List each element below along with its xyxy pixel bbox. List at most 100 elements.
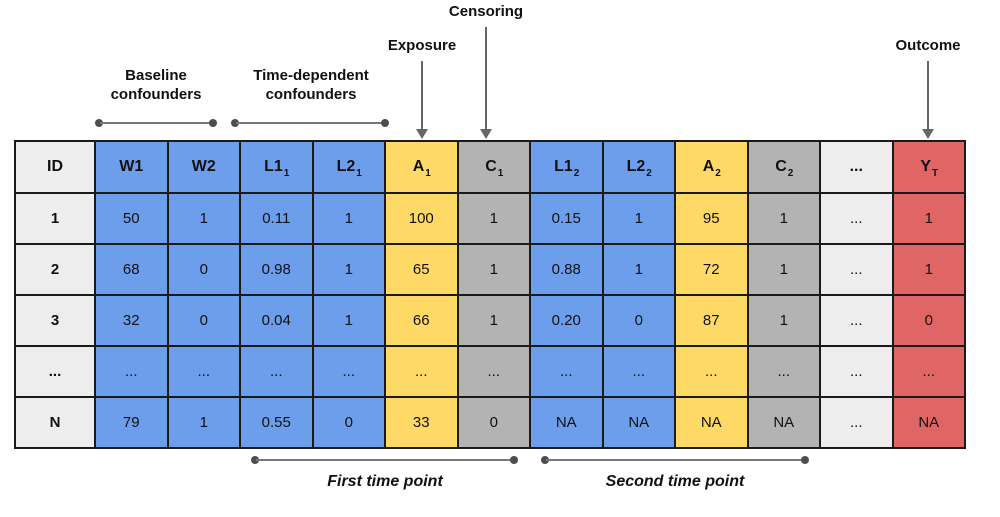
header-label: C xyxy=(775,158,787,175)
outcome-label: Outcome xyxy=(895,37,961,54)
table-cell: 1 xyxy=(456,294,531,347)
bracket-line xyxy=(236,122,384,124)
table-cell: 0.88 xyxy=(529,243,604,296)
table-cell: NA xyxy=(891,396,966,449)
header-subscript: 2 xyxy=(646,168,652,179)
table-cell: NA xyxy=(529,396,604,449)
bracket-dot xyxy=(510,456,518,464)
table-cell: 0.55 xyxy=(239,396,314,449)
table-cell: 0.04 xyxy=(239,294,314,347)
bracket-dot xyxy=(801,456,809,464)
table-cell: 1 xyxy=(166,396,241,449)
table-cell: 1 xyxy=(311,192,386,245)
table-cell: 0.15 xyxy=(529,192,604,245)
header-label: ID xyxy=(47,158,63,175)
arrow-line xyxy=(485,27,487,129)
header-cell: L12 xyxy=(529,140,604,194)
table-cell: 65 xyxy=(384,243,459,296)
header-label: W1 xyxy=(119,158,144,175)
bracket-dot xyxy=(381,119,389,127)
baseline-confounders-line2: confounders xyxy=(110,86,202,103)
table-cell: 0.11 xyxy=(239,192,314,245)
table-cell: 1 xyxy=(891,192,966,245)
table-cell: 1 xyxy=(746,192,821,245)
table-cell: 1 xyxy=(14,192,96,245)
header-subscript: T xyxy=(932,168,939,179)
table-cell: 100 xyxy=(384,192,459,245)
header-label: A xyxy=(702,158,715,175)
header-subscript: 2 xyxy=(715,168,721,179)
table-cell: ... xyxy=(456,345,531,398)
header-label: L2 xyxy=(336,158,356,175)
bracket-line xyxy=(256,459,513,461)
header-cell: L11 xyxy=(239,140,314,194)
header-subscript: 1 xyxy=(283,168,290,179)
header-cell: L21 xyxy=(311,140,386,194)
time-dependent-confounders-line2: confounders xyxy=(265,86,357,103)
table-cell: 0.20 xyxy=(529,294,604,347)
table-cell: 1 xyxy=(311,294,386,347)
table-cell: ... xyxy=(239,345,314,398)
table-cell: 1 xyxy=(891,243,966,296)
arrow-line xyxy=(421,61,423,129)
header-label: Y xyxy=(920,158,932,175)
table-cell: ... xyxy=(819,345,894,398)
bracket-dot xyxy=(541,456,549,464)
table-cell: 68 xyxy=(94,243,169,296)
table-cell: ... xyxy=(819,294,894,347)
header-cell: A1 xyxy=(384,140,459,194)
bracket-dot xyxy=(251,456,259,464)
bracket-dot xyxy=(231,119,239,127)
bracket-line xyxy=(546,459,804,461)
table-cell: ... xyxy=(746,345,821,398)
header-label: A xyxy=(412,158,425,175)
table-cell: NA xyxy=(674,396,749,449)
table-cell: 0 xyxy=(166,243,241,296)
table-cell: 33 xyxy=(384,396,459,449)
table-cell: 0 xyxy=(891,294,966,347)
bracket-dot xyxy=(95,119,103,127)
table-cell: 95 xyxy=(674,192,749,245)
header-cell: YT xyxy=(891,140,966,194)
table-cell: N xyxy=(14,396,96,449)
header-cell: A2 xyxy=(674,140,749,194)
table-cell: 1 xyxy=(456,192,531,245)
exposure-arrow-down-icon xyxy=(416,61,428,139)
table-cell: 3 xyxy=(14,294,96,347)
header-cell: C2 xyxy=(746,140,821,194)
header-cell: ID xyxy=(14,140,96,194)
table-cell: 1 xyxy=(456,243,531,296)
header-subscript: 2 xyxy=(787,168,794,179)
table-cell: 0 xyxy=(311,396,386,449)
table-cell: ... xyxy=(94,345,169,398)
table-cell: 66 xyxy=(384,294,459,347)
table-cell: ... xyxy=(14,345,96,398)
header-label: L1 xyxy=(554,158,573,175)
outcome-arrow-down-icon xyxy=(922,61,934,139)
table-cell: 1 xyxy=(601,243,676,296)
bracket-dot xyxy=(209,119,217,127)
header-label: L2 xyxy=(626,158,646,175)
table-cell: ... xyxy=(166,345,241,398)
table-cell: ... xyxy=(891,345,966,398)
table-cell: ... xyxy=(819,396,894,449)
header-subscript: 1 xyxy=(497,168,504,179)
header-cell: C1 xyxy=(456,140,531,194)
censoring-arrow-down-icon xyxy=(480,27,492,139)
time-dependent-confounders-bracket xyxy=(231,119,389,127)
bracket-line xyxy=(100,122,212,124)
header-subscript: 1 xyxy=(356,168,362,179)
exposure-label: Exposure xyxy=(387,37,457,54)
arrow-head xyxy=(922,129,934,139)
table-cell: ... xyxy=(819,243,894,296)
table-cell: 1 xyxy=(311,243,386,296)
table-cell: ... xyxy=(819,192,894,245)
table-cell: 79 xyxy=(94,396,169,449)
table-cell: 0 xyxy=(166,294,241,347)
